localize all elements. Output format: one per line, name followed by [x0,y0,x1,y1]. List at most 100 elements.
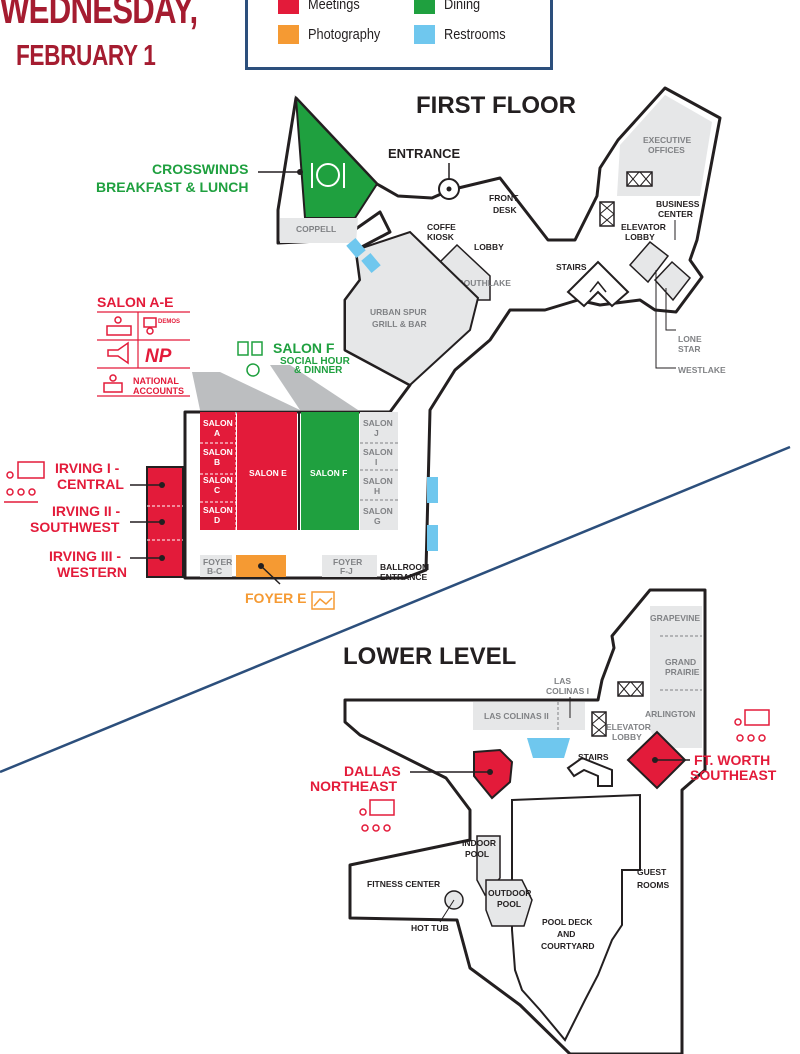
elevator-icon-lower [617,681,644,697]
restrooms-lower [527,738,570,758]
salon-i-label-1: SALON [363,447,393,457]
restroom-ballroom-2 [427,525,438,551]
outdoor-pool [485,879,533,927]
irving-1-label-2: CENTRAL [57,476,124,492]
foyer-bc-label-1: FOYER [203,557,232,567]
ftworth-label-2: SOUTHEAST [690,767,777,783]
salons-g-j-block [360,412,398,530]
salon-f-callout-pointer [270,365,358,410]
salon-b-label-2: B [214,457,220,467]
executive-offices-label-2: OFFICES [648,145,685,155]
coppell-label: COPPELL [296,224,336,234]
date-weekday: WEDNESDAY, [0,0,198,32]
elevator-lobby-lower-label-2: LOBBY [612,732,642,742]
demos-label: DEMOS [158,319,180,325]
courtyard-outline [511,793,641,1042]
entrance-label: ENTRANCE [388,146,461,161]
presentation-icon-dallas [359,799,395,832]
photography-swatch [278,24,299,44]
lone-star-room [653,260,692,302]
grand-prairie-label-1: GRAND [665,657,696,667]
coffee-kiosk-label-1: COFFE [427,222,456,232]
outdoor-pool-label-1: OUTDOOR [488,888,531,898]
front-desk-label-1: FRONT [489,193,519,203]
executive-offices-room [617,95,712,196]
elevator-icon-lower-2 [591,711,607,737]
lobby-label-first: LOBBY [474,242,504,252]
westlake-room [628,240,670,284]
southlake-label: SOUTHLAKE [458,278,511,288]
ballroom-entrance-label-2: ENTRANCE [380,572,428,582]
executive-offices-label-1: EXECUTIVE [643,135,692,145]
color-legend: Meetings Dining Photography Restrooms [245,0,553,70]
lower-level-title: LOWER LEVEL [343,643,516,670]
restroom-ballroom-1 [427,477,438,503]
restroom-urban-spur-1 [346,238,366,258]
guest-rooms-label-2: ROOMS [637,880,669,890]
coffee-kiosk-label-2: KIOSK [427,232,455,242]
business-center-label-1: BUSINESS [656,199,700,209]
arlington-label: ARLINGTON [645,709,695,719]
elevator-lobby-lower-label-1: ELEVATOR [606,722,651,732]
presentation-icon-ftworth [734,709,770,742]
foyer-e-label: FOYER E [245,590,306,606]
ftworth-label-1: FT. WORTH [694,752,770,768]
foyer-fj-label-2: F-J [340,566,353,576]
salon-g-label-2: G [374,516,381,526]
salon-ae-callout-pointer [192,372,300,410]
legend-item-photography: Photography [278,23,393,45]
legend-item-meetings: Meetings [278,0,369,15]
people-icon [103,374,123,393]
salon-a-label-2: A [214,428,220,438]
legend-item-restrooms: Restrooms [414,23,517,45]
foyer-bc-label-2: B-C [207,566,222,576]
salon-e-room [237,412,297,530]
irving-1-label-1: IRVING I - [55,460,120,476]
salon-f-callout-title: SALON F [273,340,335,356]
salon-j-label-1: SALON [363,418,393,428]
hot-tub-label: HOT TUB [411,923,449,933]
camera-photo-icon [311,591,335,610]
las-colinas-i-label-2: COLINAS I [546,686,589,696]
las-colinas-i-label-1: LAS [554,676,571,686]
urban-spur-label-2: GRILL & BAR [372,319,427,329]
guest-rooms-label-1: GUEST [637,867,667,877]
salon-j-label-2: J [374,428,379,438]
date-month-day: FEBRUARY 1 [16,40,156,72]
salon-f-callout-line2: SOCIAL HOUR [280,356,351,367]
first-floor-title: FIRST FLOOR [416,92,576,119]
salon-i-label-2: I [375,457,377,467]
stairs-icon-lower [566,756,613,787]
elevator-lobby-label-1: ELEVATOR [621,222,666,232]
salon-f-room [301,412,359,530]
meetings-swatch [278,0,299,14]
national-accounts-label-1: NATIONAL [133,376,179,386]
irving-3-marker [159,555,165,561]
dallas-label-1: DALLAS [344,763,401,779]
salon-h-label-2: H [374,486,380,496]
indoor-pool-label-2: POOL [465,849,489,859]
salon-f-label: SALON F [310,468,347,478]
salon-ae-callout-grid [97,311,190,397]
dallas-northeast-room [473,748,514,800]
elevator-icon-2 [599,201,615,227]
dallas-marker [487,769,493,775]
salon-ae-callout-title: SALON A-E [97,294,173,310]
floor-divider-line [0,445,791,774]
salon-d-label-1: SALON [203,505,233,515]
elevator-lobby-label-2: LOBBY [625,232,655,242]
salon-d-label-2: D [214,515,220,525]
salons-a-d-block [200,412,236,530]
salon-b-label-1: SALON [203,447,233,457]
pool-deck-label-3: COURTYARD [541,941,595,951]
restroom-urban-spur-2 [361,253,381,273]
business-center-label-2: CENTER [658,209,693,219]
lone-star-label-2: STAR [678,344,701,354]
crosswinds-label-line2: BREAKFAST & LUNCH [96,179,248,195]
lone-star-label-1: LONE [678,334,702,344]
dining-icon [311,163,345,188]
dining-swatch [414,0,435,14]
salon-f-dining-icon [237,341,263,377]
foyer-fj-label-1: FOYER [333,557,362,567]
stairs-label-first: STAIRS [556,262,587,272]
